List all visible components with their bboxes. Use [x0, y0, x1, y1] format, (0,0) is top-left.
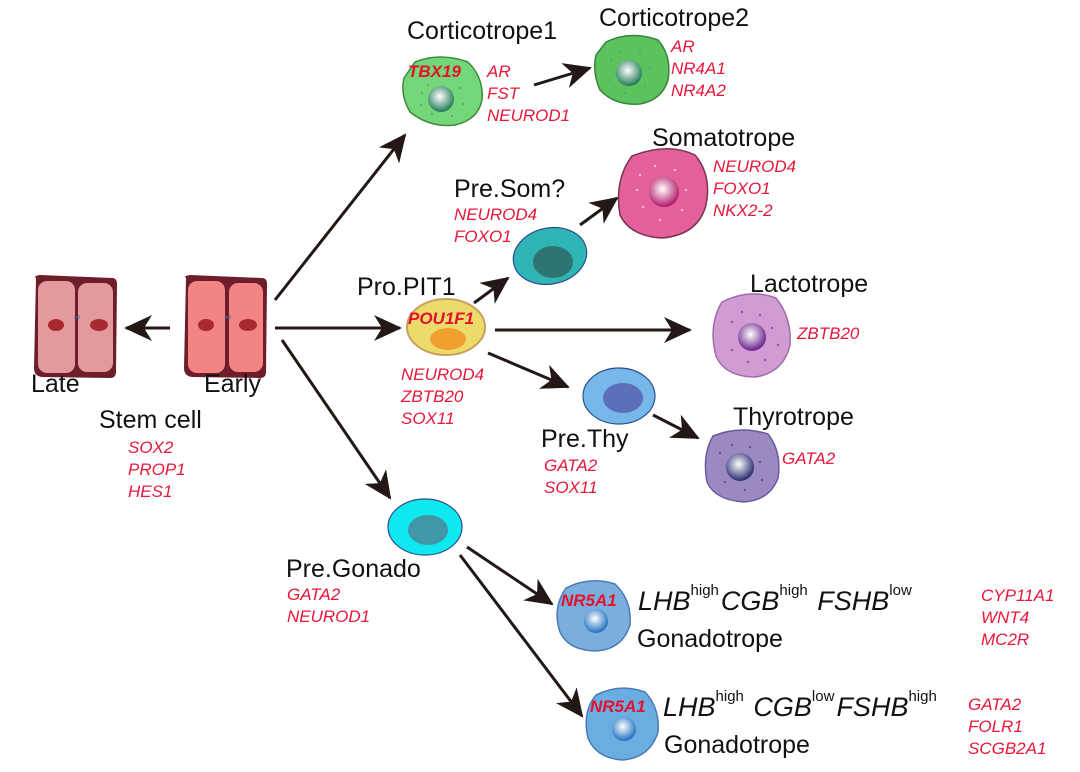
- gene-label: ZBTB20: [401, 387, 464, 406]
- arrow-corticotrope1-to-corticotrope2: [533, 63, 592, 88]
- pre-thy-gene-list: GATA2 SOX11: [544, 455, 598, 499]
- gonadotrope2-marker: NR5A1: [590, 697, 646, 716]
- gene-label: PROP1: [128, 460, 186, 479]
- arrow-pre-gonado-to-gonadotrope2: [458, 554, 584, 718]
- hormone-level: high: [908, 688, 937, 705]
- somatotrope-gene-list: NEUROD4 FOXO1 NKX2-2: [713, 156, 796, 222]
- gonadotrope1-hormone-profile: LHBhighCGBhigh FSHBlow: [638, 582, 914, 617]
- corticotrope2-cell: [593, 34, 670, 105]
- gene-label: SCGB2A1: [968, 739, 1047, 758]
- pro-pit1-cell: [406, 298, 486, 356]
- thyrotrope-title: Thyrotrope: [733, 403, 854, 431]
- gonadotrope2-title: Gonadotrope: [664, 731, 810, 759]
- gonadotrope1-cell: [556, 580, 631, 652]
- hormone-name: FSHB: [836, 692, 909, 722]
- gene-label: NEUROD4: [713, 157, 797, 176]
- gene-label: GATA2: [287, 585, 341, 604]
- somatotrope-cell: [617, 148, 709, 239]
- gene-label: FOXO1: [454, 227, 512, 246]
- arrow-pre-thy-to-thyrotrope: [652, 413, 700, 440]
- pre-gonado-title: Pre.Gonado: [286, 555, 421, 583]
- pro-pit1-gene-list: NEUROD4 ZBTB20 SOX11: [401, 364, 484, 430]
- gonadotrope2-hormone-profile: LHBhigh CGBlowFSHBhigh: [663, 688, 939, 723]
- gene-label: SOX2: [128, 438, 174, 457]
- somatotrope-title: Somatotrope: [652, 124, 796, 152]
- hormone-level: high: [779, 582, 808, 599]
- gene-label: NEUROD4: [401, 365, 485, 384]
- corticotrope1-cell: [402, 56, 483, 127]
- hormone-name: FSHB: [817, 586, 890, 616]
- gonadotrope1-gene-list: CYP11A1 WNT4 MC2R: [981, 585, 1054, 651]
- gene-label: ZBTB20: [797, 324, 860, 343]
- hormone-level: high: [690, 582, 719, 599]
- stem-cell-late-label: Late: [31, 370, 80, 398]
- thyrotrope-cell: [704, 429, 780, 503]
- pre-gonado-cell: [387, 498, 463, 556]
- gene-label: MC2R: [981, 630, 1030, 649]
- gene-label: FST: [487, 84, 520, 103]
- gene-label: NEUROD1: [487, 106, 571, 125]
- stem-cell-title: Stem cell: [99, 406, 202, 434]
- stem-cell-late: ⋈: [34, 275, 117, 378]
- arrow-pre-som-to-somatotrope: [579, 196, 619, 227]
- lactotrope-title: Lactotrope: [750, 270, 869, 298]
- arrows: [124, 63, 700, 718]
- gene-label: HES1: [128, 482, 173, 501]
- hormone-name: CGB: [753, 692, 812, 722]
- hormone-level: low: [811, 688, 835, 705]
- gonadotrope1-title: Gonadotrope: [637, 625, 783, 653]
- pre-gonado-gene-list: GATA2 NEUROD1: [287, 584, 370, 628]
- stem-cell-gene-list: SOX2 PROP1 HES1: [128, 437, 186, 503]
- pre-thy-cell: [582, 367, 656, 425]
- hormone-level: high: [715, 688, 744, 705]
- corticotrope1-marker: TBX19: [408, 62, 461, 81]
- corticotrope1-gene-list: AR FST NEUROD1: [487, 61, 570, 127]
- gene-label: GATA2: [544, 456, 598, 475]
- stem-cell-early: ⋈: [184, 275, 267, 378]
- corticotrope2-gene-list: AR NR4A1 NR4A2: [671, 36, 726, 102]
- gene-label: SOX11: [544, 478, 598, 497]
- pro-pit1-marker: POU1F1: [408, 309, 475, 328]
- gene-label: AR: [671, 37, 695, 56]
- pre-thy-title: Pre.Thy: [541, 425, 629, 453]
- gene-label: GATA2: [968, 695, 1022, 714]
- stem-cell-early-label: Early: [204, 370, 261, 398]
- gene-label: NKX2-2: [713, 201, 773, 220]
- gonadotrope2-cell: [585, 687, 659, 761]
- thyrotrope-gene-list: GATA2: [782, 448, 835, 470]
- pre-som-title: Pre.Som?: [454, 175, 566, 203]
- gene-label: NR4A1: [671, 59, 726, 78]
- lactotrope-cell: [712, 293, 791, 378]
- gene-label: AR: [487, 62, 511, 81]
- gene-label: FOLR1: [968, 717, 1023, 736]
- arrow-stem-to-corticotrope1: [273, 133, 407, 301]
- arrow-stem-to-pre-gonado: [280, 339, 392, 500]
- arrow-pro-pit1-to-pre-thy: [487, 351, 570, 389]
- gene-label: NR4A2: [671, 81, 726, 100]
- hormone-name: LHB: [663, 692, 716, 722]
- hormone-name: LHB: [638, 586, 691, 616]
- arrow-pro-pit1-to-pre-som: [473, 276, 510, 305]
- gonadotrope2-gene-list: GATA2 FOLR1 SCGB2A1: [968, 694, 1046, 760]
- gene-label: WNT4: [981, 608, 1030, 627]
- hormone-name: CGB: [720, 586, 780, 616]
- gene-label: NEUROD4: [454, 205, 538, 224]
- gene-label: NEUROD1: [287, 607, 371, 626]
- hormone-level: low: [889, 582, 912, 599]
- svg-text:⋈: ⋈: [225, 315, 231, 321]
- corticotrope1-title: Corticotrope1: [407, 17, 558, 45]
- gonadotrope1-marker: NR5A1: [561, 591, 617, 610]
- gene-label: SOX11: [401, 409, 455, 428]
- svg-text:⋈: ⋈: [74, 315, 80, 321]
- gene-label: GATA2: [782, 449, 836, 468]
- gene-label: CYP11A1: [981, 586, 1055, 605]
- corticotrope2-title: Corticotrope2: [599, 4, 750, 32]
- lactotrope-gene-list: ZBTB20: [797, 323, 859, 345]
- pre-som-cell: [512, 226, 588, 286]
- pro-pit1-title: Pro.PIT1: [357, 273, 456, 301]
- pre-som-gene-list: NEUROD4 FOXO1: [454, 204, 537, 248]
- gene-label: FOXO1: [713, 179, 771, 198]
- arrow-pre-gonado-to-gonadotrope1: [466, 545, 554, 606]
